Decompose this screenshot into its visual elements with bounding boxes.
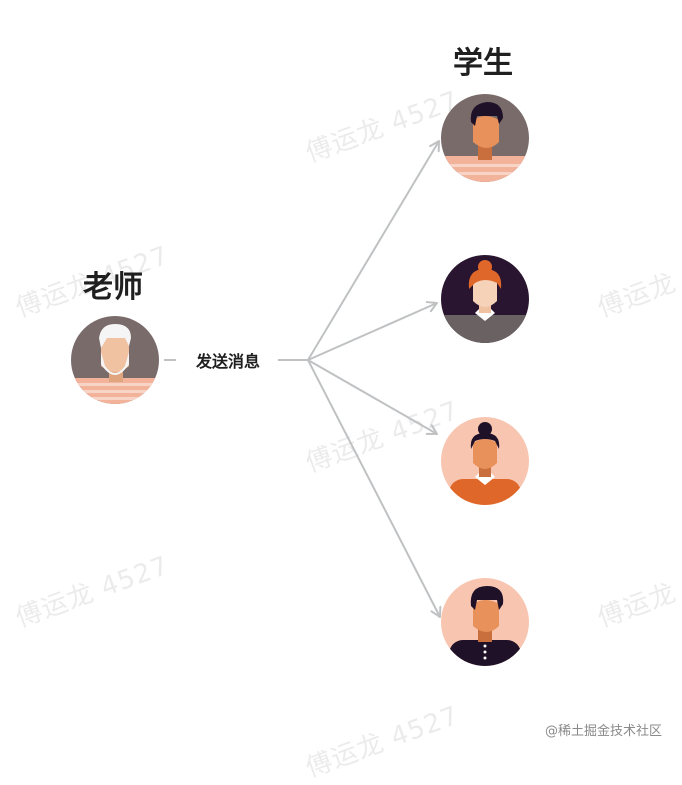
arrow-to-student-4 bbox=[307, 359, 442, 618]
teacher-title: 老师 bbox=[83, 270, 143, 305]
send-message-label: 发送消息 bbox=[180, 348, 276, 372]
connector-lines bbox=[164, 140, 442, 618]
arrow-to-student-1 bbox=[307, 140, 440, 361]
student-avatar bbox=[441, 417, 529, 505]
arrow-to-student-3 bbox=[307, 359, 438, 435]
student-avatar bbox=[441, 94, 529, 182]
student-avatar bbox=[441, 578, 529, 666]
source-credit: @稀土掘金技术社区 bbox=[544, 724, 662, 739]
students-title: 学生 bbox=[453, 46, 513, 81]
student-avatar bbox=[441, 255, 529, 343]
teacher-avatar bbox=[71, 316, 159, 404]
arrow-to-student-2 bbox=[307, 301, 438, 361]
